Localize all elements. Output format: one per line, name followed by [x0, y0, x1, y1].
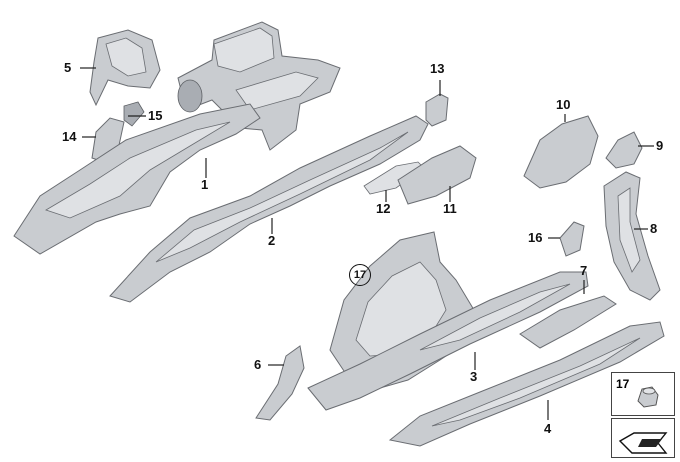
part-8-pillar	[603, 171, 661, 301]
callout-12: 12	[376, 201, 391, 216]
callout-10: 10	[556, 97, 571, 112]
part-3-floor-rail	[307, 271, 589, 411]
part-7-plate	[519, 295, 617, 349]
part-9-bracket	[605, 131, 643, 169]
part-5-wheel-arch	[89, 29, 161, 107]
callout-7: 7	[580, 263, 588, 278]
legend-number: 17	[616, 377, 630, 391]
callout-3: 3	[470, 369, 478, 384]
callout-16: 16	[528, 230, 543, 245]
callout-5: 5	[64, 60, 72, 75]
part-4-sill	[388, 321, 665, 447]
part-1-rail	[13, 103, 261, 255]
part-6-bracket	[255, 345, 305, 421]
callout-13: 13	[430, 61, 445, 76]
callout-17-circled: 17	[349, 264, 371, 286]
direction-flag-box	[611, 418, 675, 458]
part-10-panel	[523, 115, 599, 189]
callout-1: 1	[201, 177, 209, 192]
part-2-rail	[109, 115, 429, 303]
part-15-small-bracket	[123, 101, 145, 127]
callout-15: 15	[148, 108, 163, 123]
part-16-bracket	[559, 221, 585, 257]
callout-9: 9	[656, 138, 664, 153]
callout-11: 11	[443, 201, 457, 216]
legend-part-17: 17	[611, 372, 675, 416]
callout-14: 14	[62, 129, 77, 144]
callout-8: 8	[650, 221, 658, 236]
direction-arrow-icon	[618, 432, 668, 454]
part-11-channel	[397, 145, 477, 205]
rear-floor-assembly	[177, 21, 341, 151]
part-13-box	[425, 93, 449, 127]
callout-4: 4	[544, 421, 552, 436]
nut-icon	[637, 386, 659, 408]
callout-6: 6	[254, 357, 262, 372]
leader-lines	[80, 67, 654, 420]
callout-2: 2	[268, 233, 276, 248]
